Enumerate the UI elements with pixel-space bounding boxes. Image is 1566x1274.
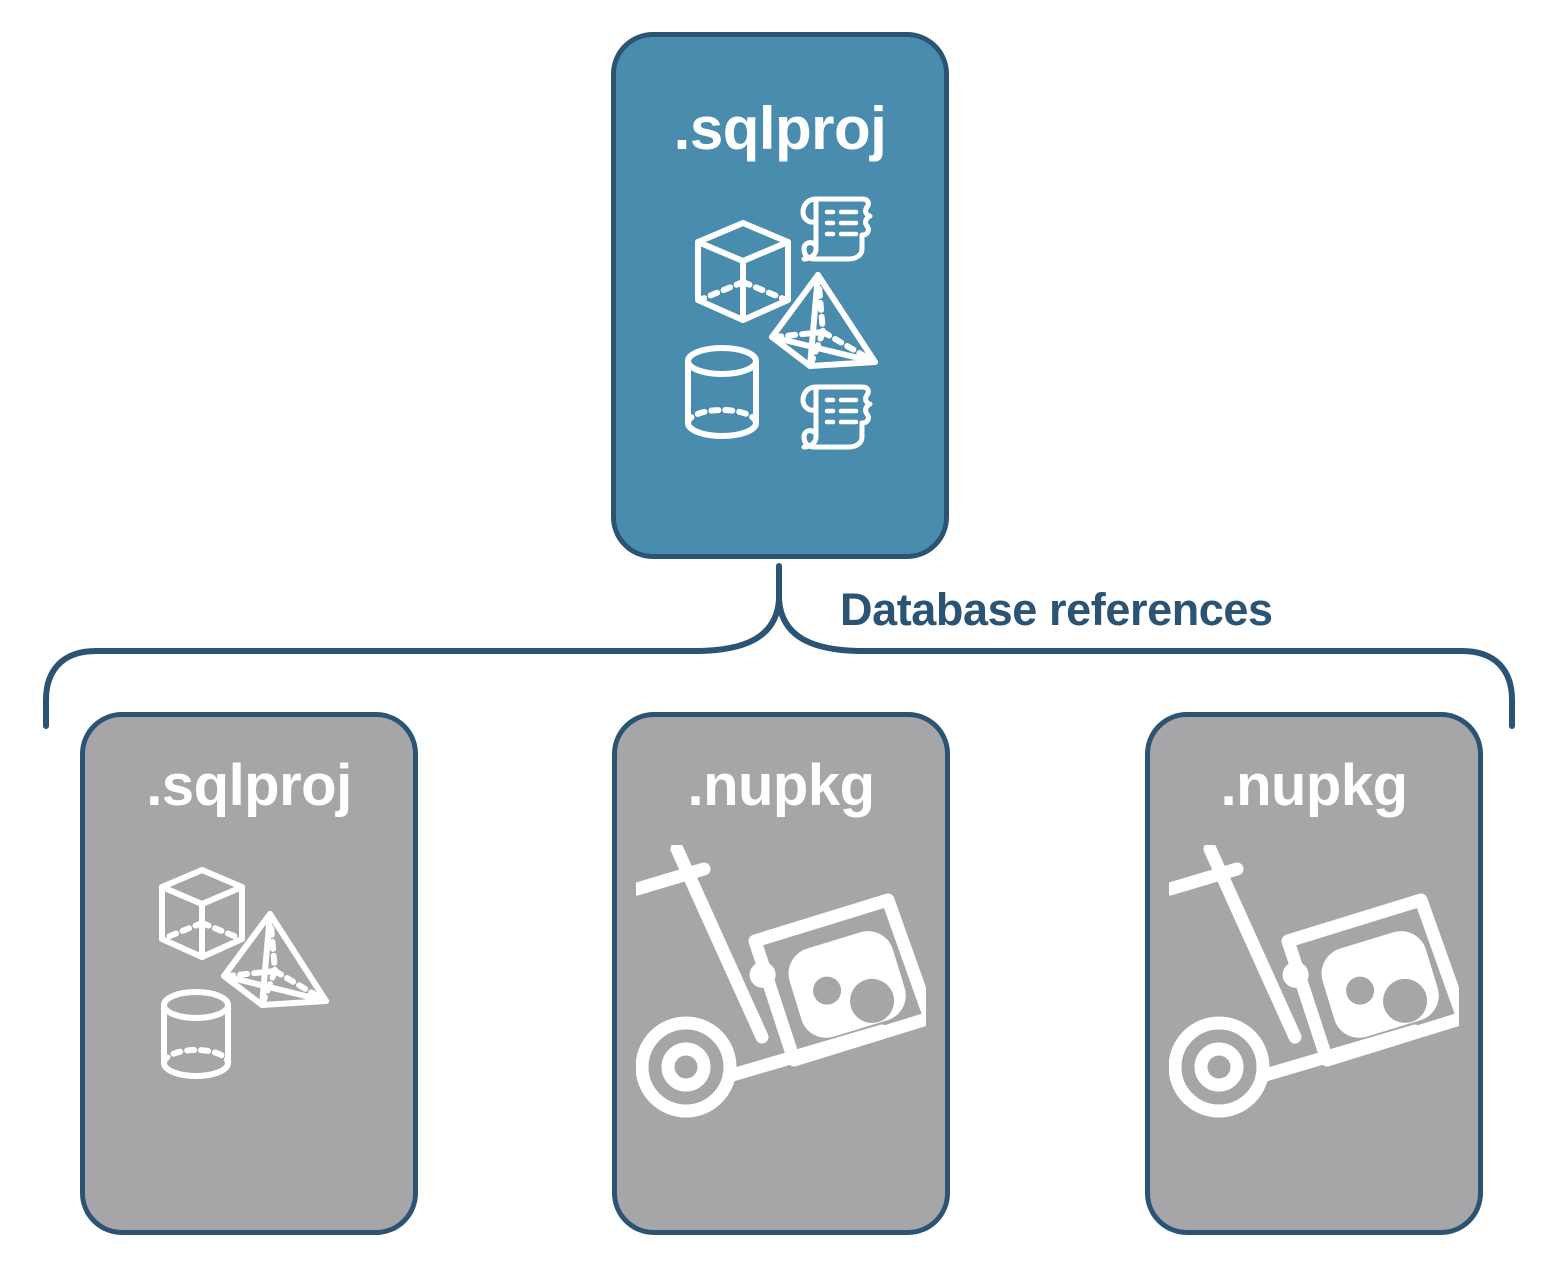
- cylinder-wireframe-icon: [685, 345, 759, 439]
- sqlproj-project-card-title: .sqlproj: [673, 95, 887, 162]
- reference-card-nupkg-1[interactable]: .nupkg: [612, 712, 950, 1235]
- nuget-logo-icon: [1282, 931, 1439, 1038]
- reference-card-nupkg-2-art: [1150, 845, 1478, 1135]
- reference-card-nupkg-2[interactable]: .nupkg: [1145, 712, 1483, 1235]
- database-references-label: Database references: [840, 584, 1273, 635]
- cube-wireframe-icon: [695, 220, 791, 323]
- hand-truck-nuget-package-icon: [636, 845, 926, 1118]
- hand-truck-nuget-package-icon: [1169, 845, 1459, 1118]
- cylinder-wireframe-icon: [161, 989, 231, 1079]
- reference-card-sqlproj[interactable]: .sqlproj: [80, 712, 418, 1235]
- scroll-script-icon: [800, 384, 873, 450]
- wheel-icon: [636, 1016, 737, 1118]
- scroll-script-icon: [800, 196, 873, 262]
- pyramid-wireframe-icon: [769, 272, 878, 369]
- reference-card-nupkg-2-title: .nupkg: [1220, 753, 1408, 818]
- nuget-logo-icon: [749, 931, 906, 1038]
- cube-wireframe-icon: [159, 867, 245, 960]
- reference-card-sqlproj-art: [85, 857, 413, 1097]
- sqlproj-project-card-art: [616, 187, 944, 457]
- sqlproj-project-card[interactable]: .sqlproj: [611, 32, 949, 559]
- wheel-icon: [1169, 1016, 1270, 1118]
- reference-card-nupkg-1-art: [617, 845, 945, 1135]
- reference-card-nupkg-1-title: .nupkg: [687, 753, 875, 818]
- reference-card-sqlproj-title: .sqlproj: [146, 753, 352, 818]
- pyramid-wireframe-icon: [221, 911, 329, 1008]
